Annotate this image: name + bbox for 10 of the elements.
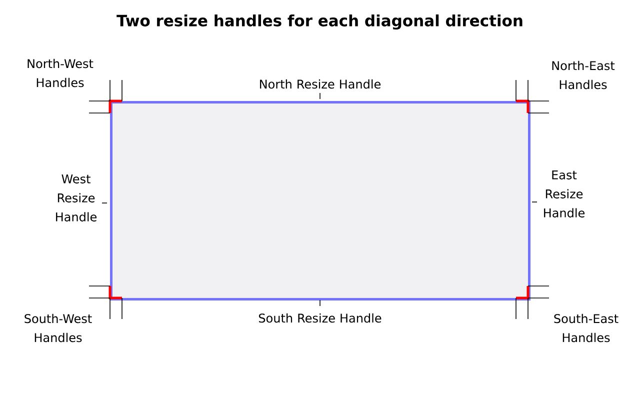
handle-label: South-East Handles: [554, 314, 618, 342]
handle-label: North-East Handles: [552, 60, 615, 90]
handle-label: East Resize Handle: [544, 170, 585, 218]
handle-label: West Resize Handle: [56, 174, 97, 222]
handle-label: South-West Handles: [24, 314, 92, 342]
handle-label: South Resize Handle: [258, 313, 382, 323]
title: Two resize handles for each diagonal direction: [116, 14, 522, 30]
rectangle-box: [110, 101, 530, 300]
handle-label: North-West Handles: [28, 58, 94, 88]
handle-label: North Resize Handle: [260, 79, 381, 89]
